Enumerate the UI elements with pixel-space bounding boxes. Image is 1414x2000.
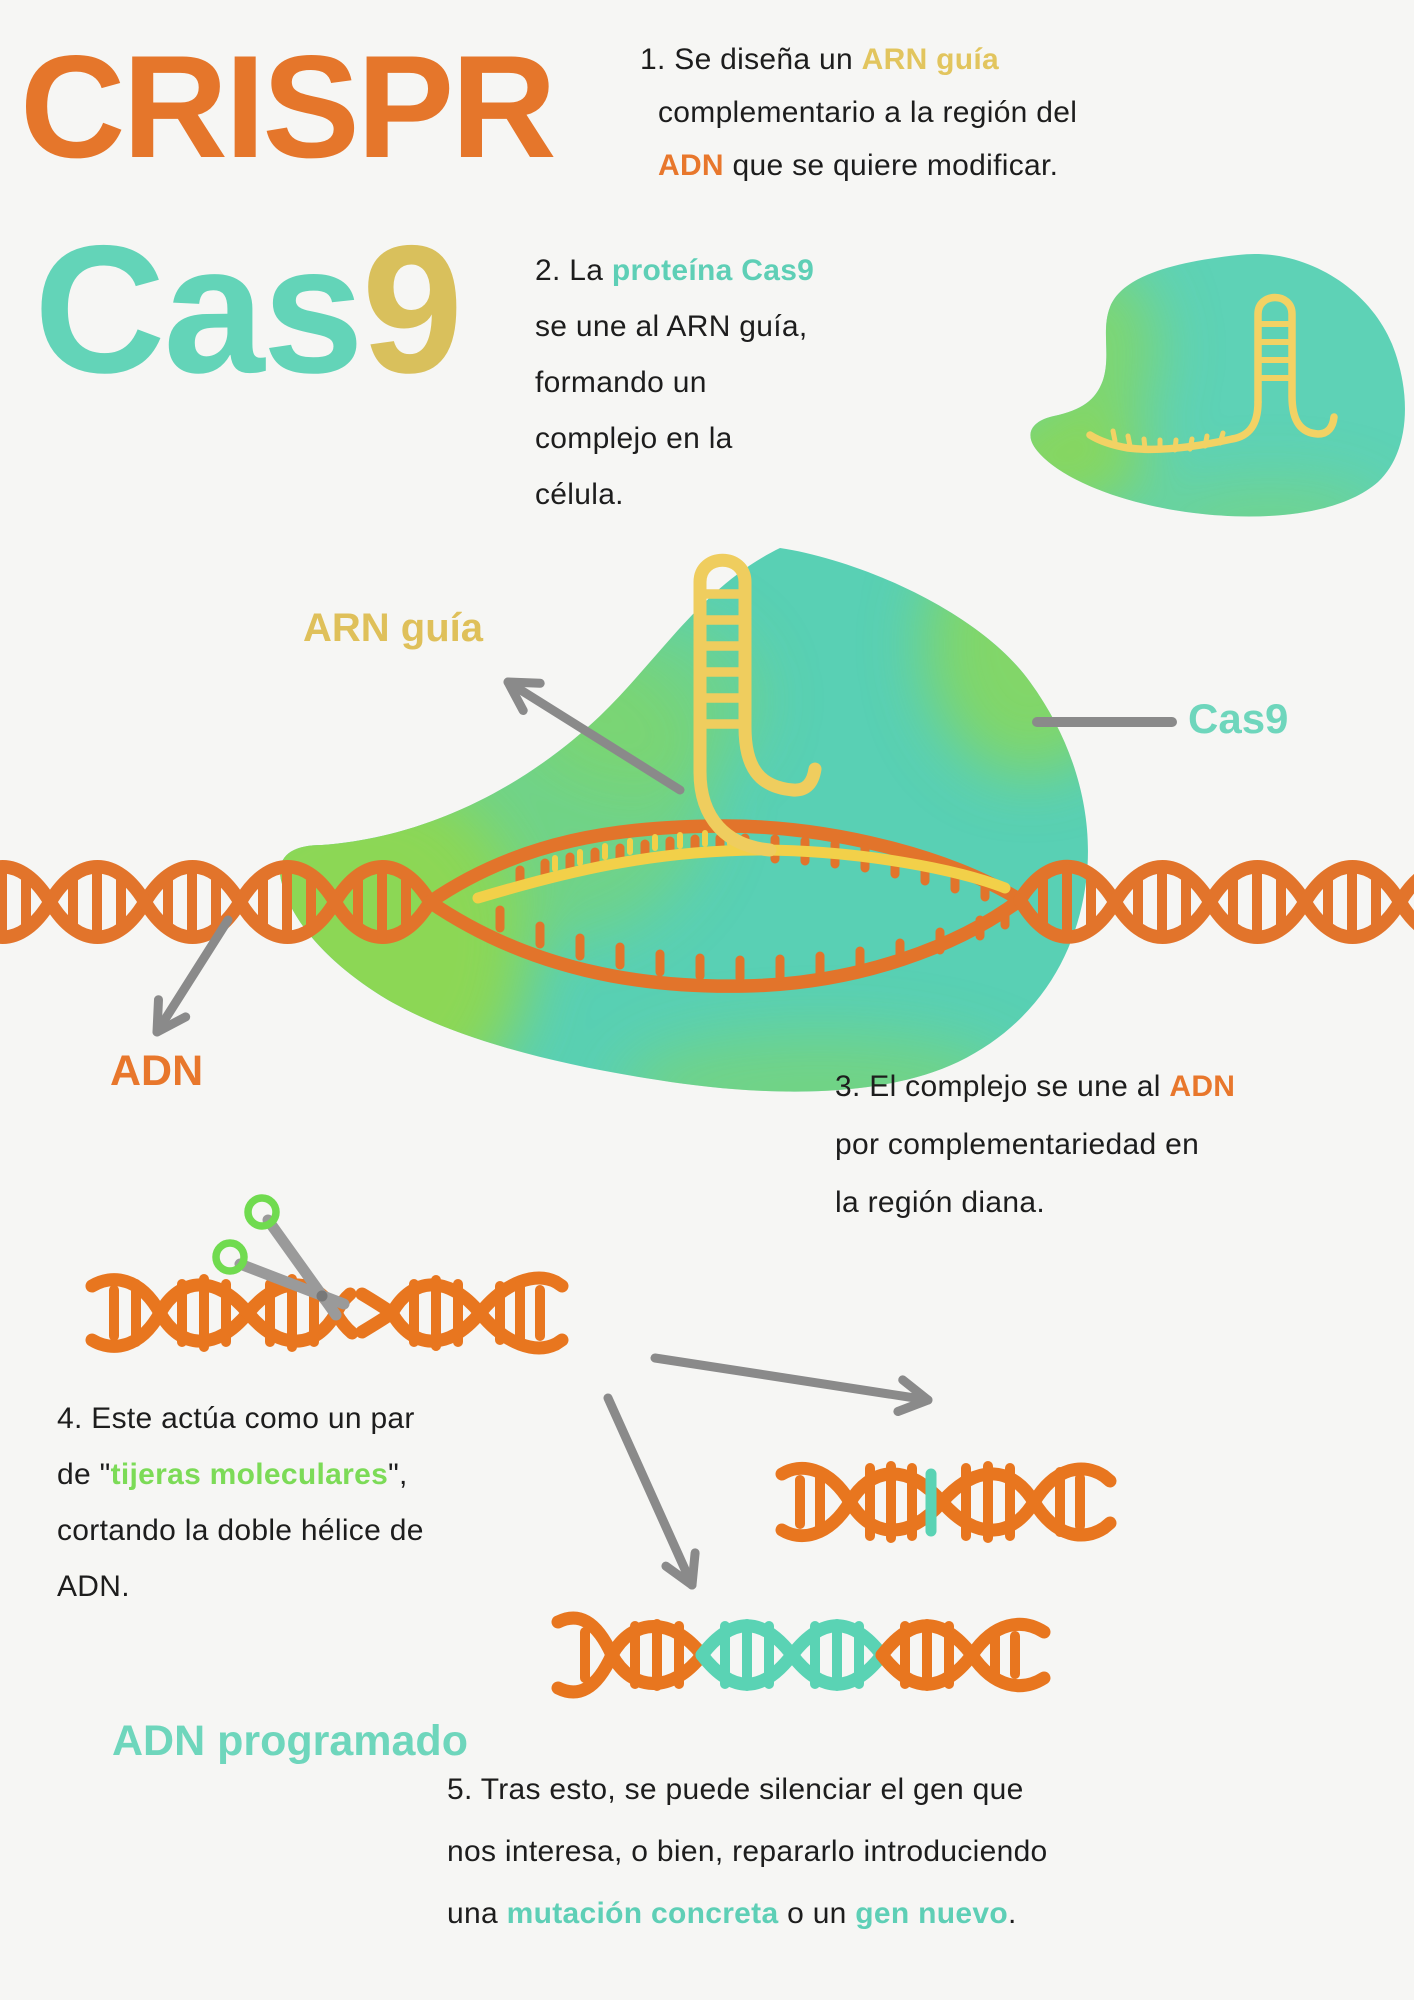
step-1-text: 1. Se diseña un ARN guía complementario a… <box>640 33 1077 192</box>
step-2-text: 2. La proteína Cas9 se une al ARN guía, fo… <box>535 243 814 523</box>
title-crispr: CRISPR <box>20 25 557 188</box>
text-line: ADN que se quiere modificar. <box>658 149 1059 182</box>
arrow-to-new-gene-result <box>603 1393 700 1590</box>
cut-dna-right-piece <box>355 1271 569 1355</box>
text-line: se une al ARN guía, <box>535 310 808 343</box>
text-line: 3. El complejo se une al ADN <box>835 1070 1236 1103</box>
text-line: formando un <box>535 366 707 399</box>
right-rungs <box>1038 863 1381 941</box>
rna-hairpin-leg <box>693 765 777 857</box>
result-dna-point-mutation <box>775 1461 1117 1543</box>
text-line: la región diana. <box>835 1186 1045 1219</box>
adn-programado-label: ADN programado <box>112 1717 468 1765</box>
bubble-bottom-ticks <box>495 905 1010 983</box>
scissors-handle <box>244 1194 280 1230</box>
title-cas: Cas <box>34 207 364 411</box>
cut-dna-illustration <box>85 1271 569 1355</box>
text-line: de "tijeras moleculares", <box>57 1458 408 1491</box>
rna-pairing-ticks <box>552 830 733 872</box>
text-line: 2. La proteína Cas9 <box>535 254 815 287</box>
title-cas9: Cas9 <box>34 218 463 400</box>
text-line: célula. <box>535 478 624 511</box>
rna-hairpin-rungs <box>698 589 747 729</box>
adn-label: ADN <box>110 1047 204 1095</box>
bubble-bottom-strand <box>423 893 1027 993</box>
new-gene-rungs <box>720 1619 864 1691</box>
result-dna-new-gene <box>551 1611 1051 1699</box>
text-line: 4. Este actúa como un par <box>57 1402 415 1435</box>
arrow-to-adn-label <box>152 915 233 1037</box>
step-3-text: 3. El complejo se une al ADN por compleme… <box>835 1058 1235 1232</box>
arrow-to-mutation-result <box>650 1353 933 1416</box>
guide-rna-large <box>472 553 1011 904</box>
guide-rna-icon-small <box>1086 293 1338 454</box>
cas9-label: Cas9 <box>1188 695 1289 742</box>
arrow-to-arn-guia-label <box>503 677 685 795</box>
title-nine: 9 <box>361 207 463 411</box>
text-line: nos interesa, o bien, repararlo introduc… <box>447 1835 1048 1868</box>
text-line: complejo en la <box>535 422 733 455</box>
text-line: cortando la doble hélice de <box>57 1514 424 1547</box>
scissors-handle <box>212 1239 248 1275</box>
cas9-protein-blob-small <box>1030 253 1405 517</box>
scissors-pivot <box>316 1290 328 1302</box>
left-rungs <box>0 863 411 941</box>
step-5-text: 5. Tras esto, se puede silenciar el gen … <box>447 1759 1048 1945</box>
scissors-icon <box>212 1194 350 1321</box>
annotation-arrows <box>152 677 1177 1590</box>
text-line: ADN. <box>57 1570 130 1603</box>
text-line: una mutación concreta o un gen nuevo. <box>447 1897 1017 1930</box>
arn-guia-label: ARN guía <box>303 606 483 650</box>
text-line: 5. Tras esto, se puede silenciar el gen … <box>447 1773 1024 1806</box>
rna-hairpin <box>693 553 822 797</box>
text-line: 1. Se diseña un ARN guía <box>640 43 1000 76</box>
step-4-text: 4. Este actúa como un par de "tijeras mol… <box>57 1391 424 1615</box>
text-line: complementario a la región del <box>658 96 1078 129</box>
text-line: por complementariedad en <box>835 1128 1200 1161</box>
